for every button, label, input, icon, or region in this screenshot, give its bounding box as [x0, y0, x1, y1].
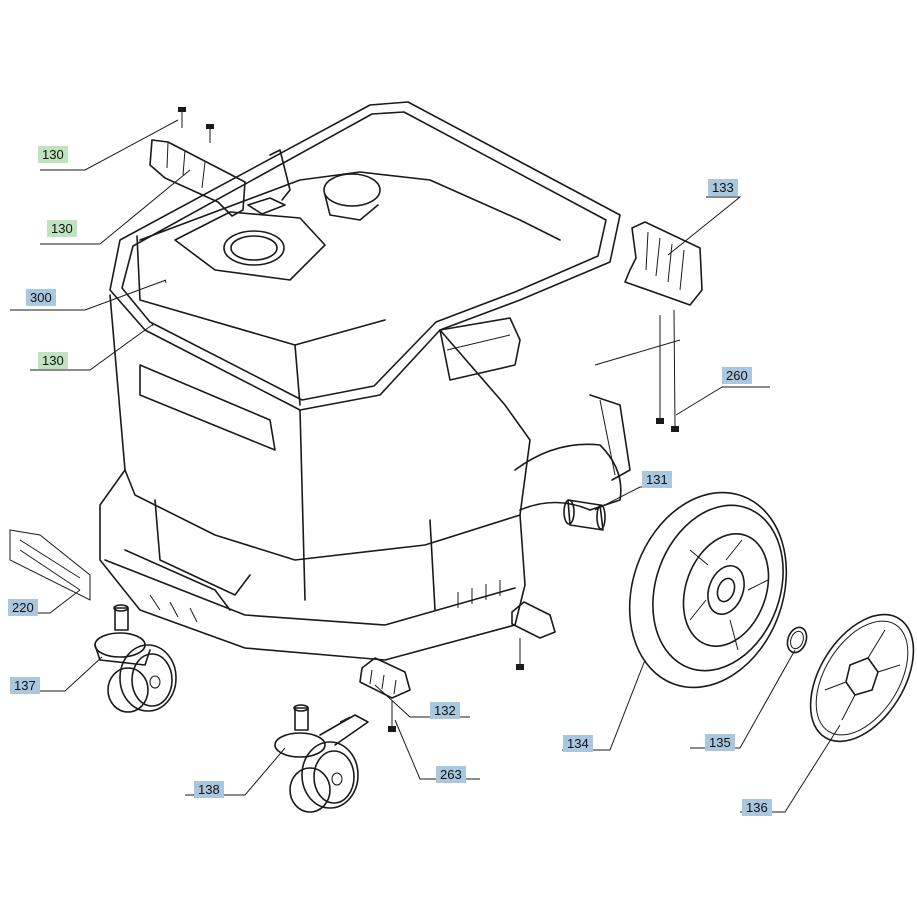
label-135-ring: 135: [705, 734, 735, 751]
label-263-screw: 263: [436, 766, 466, 783]
caster-137: [94, 604, 177, 713]
clip-front: [511, 601, 556, 670]
label-137-caster: 137: [10, 677, 40, 694]
top-clip-130: [149, 107, 246, 217]
label-300-lid: 300: [26, 289, 56, 306]
label-130-housing: 130: [38, 352, 68, 369]
label-130-top-clip: 130: [38, 146, 68, 163]
label-131-axle: 131: [642, 471, 672, 488]
wheel-134: [628, 491, 788, 689]
caster-138: [274, 704, 369, 813]
main-housing: [99, 101, 681, 661]
label-133-bracket: 133: [708, 179, 738, 196]
plate-220: [9, 529, 91, 601]
clip-132: [359, 657, 411, 732]
label-130-clip-lower: 130: [47, 220, 77, 237]
hubcap-136: [809, 613, 915, 743]
label-136-hubcap: 136: [742, 799, 772, 816]
label-220-plate: 220: [8, 599, 38, 616]
label-138-caster: 138: [194, 781, 224, 798]
leader-lines: [10, 119, 841, 813]
axle-131: [563, 499, 606, 531]
ring-135: [786, 626, 808, 654]
label-260-screws: 260: [722, 367, 752, 384]
label-134-wheel: 134: [563, 735, 593, 752]
rear-bracket-133: [624, 221, 703, 432]
label-132-clip: 132: [430, 702, 460, 719]
